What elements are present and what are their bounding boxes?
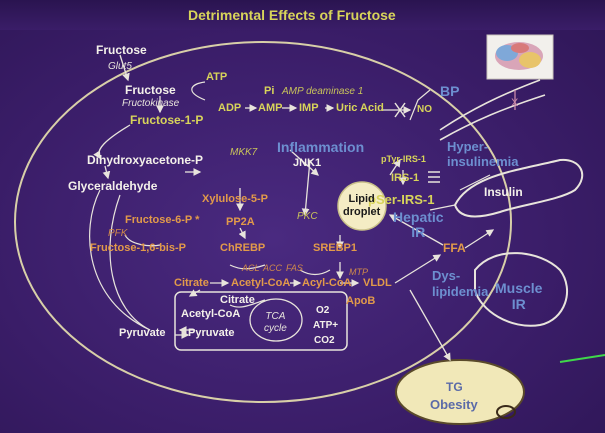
node-pyruvate-mito: Pyruvate	[188, 327, 235, 339]
node-pyruvate-cytosol: Pyruvate	[119, 327, 166, 339]
pancreas-shape	[453, 158, 584, 218]
node-uric-acid: Uric Acid	[336, 102, 384, 114]
node-o2: O2	[316, 305, 330, 316]
node-dhap: Dihydroxyacetone-P	[87, 153, 204, 167]
node-fas: FAS	[286, 263, 303, 273]
tca-circle	[249, 298, 303, 342]
muscle-shape	[474, 252, 569, 327]
node-dyslipidemia: Dys- lipidemia	[432, 268, 489, 299]
node-pkc: PKC	[297, 211, 318, 222]
node-co2: CO2	[314, 335, 335, 346]
node-fructose-extracellular: Fructose	[96, 43, 147, 57]
node-fructose-1-6-bis-p: Fructose-1,6-bis-P	[90, 242, 186, 254]
node-bp: BP	[440, 83, 460, 99]
node-tg: TG	[446, 380, 463, 394]
node-lipid-droplet: Lipid droplet	[343, 193, 381, 218]
node-pfk: PFK	[108, 228, 128, 239]
node-acetyl-coa-cytosol: Acetyl-CoA	[231, 277, 291, 289]
node-atp-mito: ATP+	[313, 320, 339, 331]
hepatocyte-outline	[14, 41, 512, 403]
node-amp: AMP	[258, 102, 283, 114]
lipid-droplet-circle	[337, 181, 387, 231]
node-hepatic-ir: Hepatic IR	[393, 209, 444, 241]
node-glut5: Glut5	[108, 61, 132, 72]
node-imp: IMP	[299, 102, 319, 114]
node-srebp1: SREBP1	[313, 242, 358, 254]
node-acc: ACC	[263, 263, 283, 273]
node-fructose-1-p: Fructose-1-P	[130, 113, 204, 127]
node-fructose-6-p: Fructose-6-P *	[125, 214, 200, 226]
node-xylulose-5-p: Xylulose-5-P	[202, 193, 269, 205]
node-hyperinsulinemia: Hyper- insulinemia	[447, 139, 519, 169]
node-mkk7: MKK7	[230, 147, 258, 158]
title-bar	[0, 0, 605, 30]
brain-x-mark: X	[511, 97, 519, 109]
node-ptyr-irs1: pTyr-IRS-1	[381, 154, 426, 164]
node-acl: ACL	[242, 263, 260, 273]
mitochondrion-box	[174, 291, 348, 351]
node-citrate-mito: Citrate	[220, 294, 255, 306]
node-atp: ATP	[206, 71, 228, 83]
node-mtp: MTP	[349, 267, 368, 277]
node-ffa: FFA	[443, 241, 466, 255]
node-irs1: IRS-1	[391, 172, 420, 184]
node-acyl-coa: Acyl-CoA	[302, 277, 352, 289]
node-acetyl-coa-mito: Acetyl-CoA	[181, 308, 241, 320]
node-muscle-ir: Muscle IR	[495, 280, 543, 313]
node-insulin: Insulin	[484, 185, 523, 199]
node-glyceraldehyde: Glyceraldehyde	[68, 179, 158, 193]
node-pi: Pi	[264, 85, 275, 97]
node-fructose-intracellular: Fructose	[125, 83, 176, 97]
node-pp2a: PP2A	[226, 216, 255, 228]
node-inflammation: Inflammation	[277, 139, 365, 155]
node-citrate-cytosol: Citrate	[174, 277, 209, 289]
node-obesity: Obesity	[430, 397, 478, 412]
diagram-title: Detrimental Effects of Fructose	[188, 7, 396, 23]
node-jnk1: JNK1	[293, 157, 322, 169]
node-no: NO	[417, 104, 432, 115]
node-vldl: VLDL	[363, 277, 392, 289]
node-apob: ApoB	[346, 295, 376, 307]
node-amp-deaminase: AMP deaminase 1	[282, 86, 364, 97]
node-tca-cycle: TCA cycle	[264, 311, 287, 334]
obesity-blob	[395, 359, 525, 425]
node-adp: ADP	[218, 102, 242, 114]
node-chrebp: ChREBP	[220, 242, 266, 254]
node-fructokinase: Fructokinase	[122, 98, 180, 109]
node-pser-irs1: pSer-IRS-1	[368, 192, 435, 207]
